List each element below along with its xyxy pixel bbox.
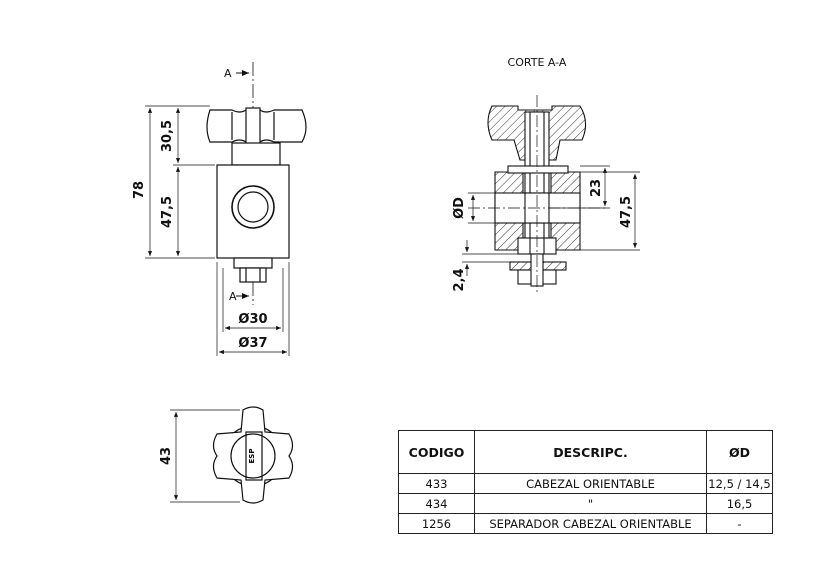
- table-row: 433 CABEZAL ORIENTABLE 12,5 / 14,5: [398, 473, 773, 494]
- dim-gap: 2,4: [452, 268, 467, 291]
- table-row: 434 " 16,5: [398, 493, 773, 514]
- table-header-row: CODIGO DESCRIPC. ØD: [398, 430, 773, 474]
- cell-diameter: -: [706, 513, 773, 534]
- top-dimension-lines: [170, 409, 240, 503]
- dim-inner-dia: Ø30: [238, 312, 267, 327]
- cell-code: 433: [398, 473, 475, 494]
- dim-body-height: 47,5: [160, 196, 175, 228]
- header-descripc: DESCRIPC.: [474, 430, 707, 474]
- brand-logo-icon: ESP: [248, 449, 256, 464]
- cell-description: ": [474, 493, 707, 514]
- dim-top-width: 43: [159, 447, 174, 465]
- cell-code: 1256: [398, 513, 475, 534]
- dim-height-total: 78: [132, 181, 147, 199]
- section-title: CORTE A-A: [508, 56, 567, 69]
- front-dimension-lines: [145, 105, 290, 356]
- dim-bore: ØD: [452, 197, 467, 219]
- dim-knob-height: 30,5: [160, 120, 175, 152]
- cell-diameter: 12,5 / 14,5: [706, 473, 773, 494]
- spec-table: CODIGO DESCRIPC. ØD 433 CABEZAL ORIENTAB…: [398, 430, 773, 534]
- dim-outer-dia: Ø37: [238, 336, 267, 351]
- section-view: [487, 105, 587, 287]
- cell-description: SEPARADOR CABEZAL ORIENTABLE: [474, 513, 707, 534]
- cell-diameter: 16,5: [706, 493, 773, 514]
- section-markers: [236, 70, 249, 299]
- dim-section-body: 47,5: [619, 196, 634, 228]
- section-marker-top: A: [224, 67, 232, 80]
- dim-23: 23: [589, 179, 604, 197]
- section-marker-bottom: A: [229, 290, 237, 303]
- section-dimension-lines: [462, 165, 640, 276]
- top-view: [212, 406, 294, 504]
- header-diameter: ØD: [706, 430, 773, 474]
- table-row: 1256 SEPARADOR CABEZAL ORIENTABLE -: [398, 513, 773, 534]
- header-codigo: CODIGO: [398, 430, 475, 474]
- front-view: [206, 62, 307, 305]
- cell-code: 434: [398, 493, 475, 514]
- cell-description: CABEZAL ORIENTABLE: [474, 473, 707, 494]
